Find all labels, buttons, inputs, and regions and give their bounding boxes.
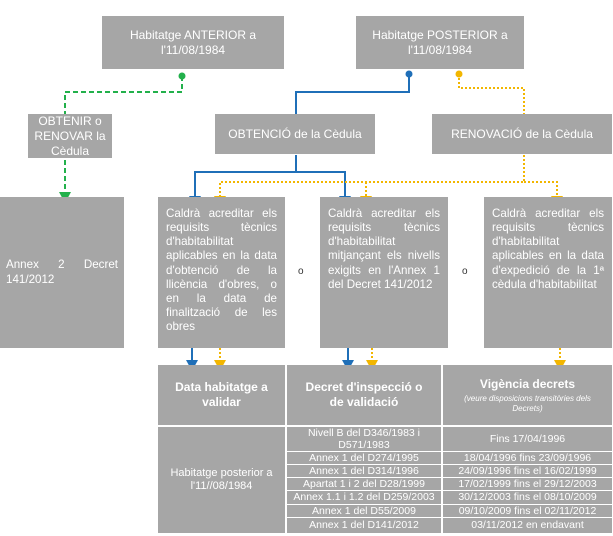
table-header-vigencia: Vigència decrets (veure disposicions tra… bbox=[443, 365, 612, 425]
green-connector-dot bbox=[178, 72, 186, 80]
table-cell-vigencia: 18/04/1996 fins 23/09/1996 bbox=[443, 452, 612, 464]
table-cell-vigencia: 03/11/2012 en endavant bbox=[443, 518, 612, 533]
green-connector bbox=[64, 76, 183, 194]
table-cell-decret: Annex 1 del D141/2012 bbox=[287, 518, 441, 533]
table-cell-decret: Nivell B del D346/1983 i D571/1983 bbox=[287, 427, 441, 451]
annex2-box: Annex 2 Decret 141/2012 bbox=[0, 197, 124, 348]
header-label: Data habitatge a validar bbox=[175, 380, 268, 409]
blue-connector bbox=[191, 74, 410, 362]
table-cell-decret: Annex 1 del D55/2009 bbox=[287, 505, 441, 517]
table-cell-vigencia: 17/02/1999 fins el 29/12/2003 bbox=[443, 478, 612, 490]
table-header-data-habitatge: Data habitatge a validar bbox=[158, 365, 285, 425]
header-label: Vigència decrets bbox=[479, 376, 576, 391]
obtenir-renovar-box: OBTENIR o RENOVAR la Cèdula bbox=[28, 114, 112, 158]
yellow-connector-dot bbox=[455, 70, 463, 78]
or-label: o bbox=[462, 266, 468, 277]
yellow-connector bbox=[219, 74, 561, 362]
requirement-box-renovacio: Caldrà acreditar els requisits tècnics d… bbox=[484, 197, 612, 348]
posterior-box: Habitatge POSTERIOR a l'11/08/1984 bbox=[356, 16, 524, 69]
blue-connector-dot bbox=[405, 70, 413, 78]
obtencio-box: OBTENCIÓ de la Cèdula bbox=[215, 114, 375, 154]
table-cell-vigencia: 09/10/2009 fins el 02/11/2012 bbox=[443, 505, 612, 517]
header-sublabel: (veure disposicions transitòries dels De… bbox=[464, 393, 591, 413]
requirement-box-obtencio: Caldrà acreditar els requisits tècnics d… bbox=[158, 197, 285, 348]
table-cell-vigencia: 30/12/2003 fins el 08/10/2009 bbox=[443, 491, 612, 504]
header-label: Decret d'inspecció o de validació bbox=[305, 380, 423, 409]
table-cell-vigencia: 24/09/1996 fins el 16/02/1999 bbox=[443, 465, 612, 477]
table-cell-vigencia: Fins 17/04/1996 bbox=[443, 427, 612, 451]
table-cell-decret: Apartat 1 i 2 del D28/1999 bbox=[287, 478, 441, 490]
table-header-decret: Decret d'inspecció o de validació bbox=[287, 365, 441, 425]
or-label: o bbox=[298, 266, 304, 277]
requirement-box-annex1: Caldrà acreditar els requisits tècnics d… bbox=[320, 197, 448, 348]
renovacio-box: RENOVACIÓ de la Cèdula bbox=[432, 114, 612, 154]
table-cell-decret: Annex 1 del D274/1995 bbox=[287, 452, 441, 464]
anterior-box: Habitatge ANTERIOR a l'11/08/1984 bbox=[102, 16, 284, 69]
table-cell-decret: Annex 1 del D314/1996 bbox=[287, 465, 441, 477]
table-cell-decret: Annex 1.1 i 1.2 del D259/2003 bbox=[287, 491, 441, 504]
table-row-label: Habitatge posterior a l'11//08/1984 bbox=[158, 427, 285, 533]
